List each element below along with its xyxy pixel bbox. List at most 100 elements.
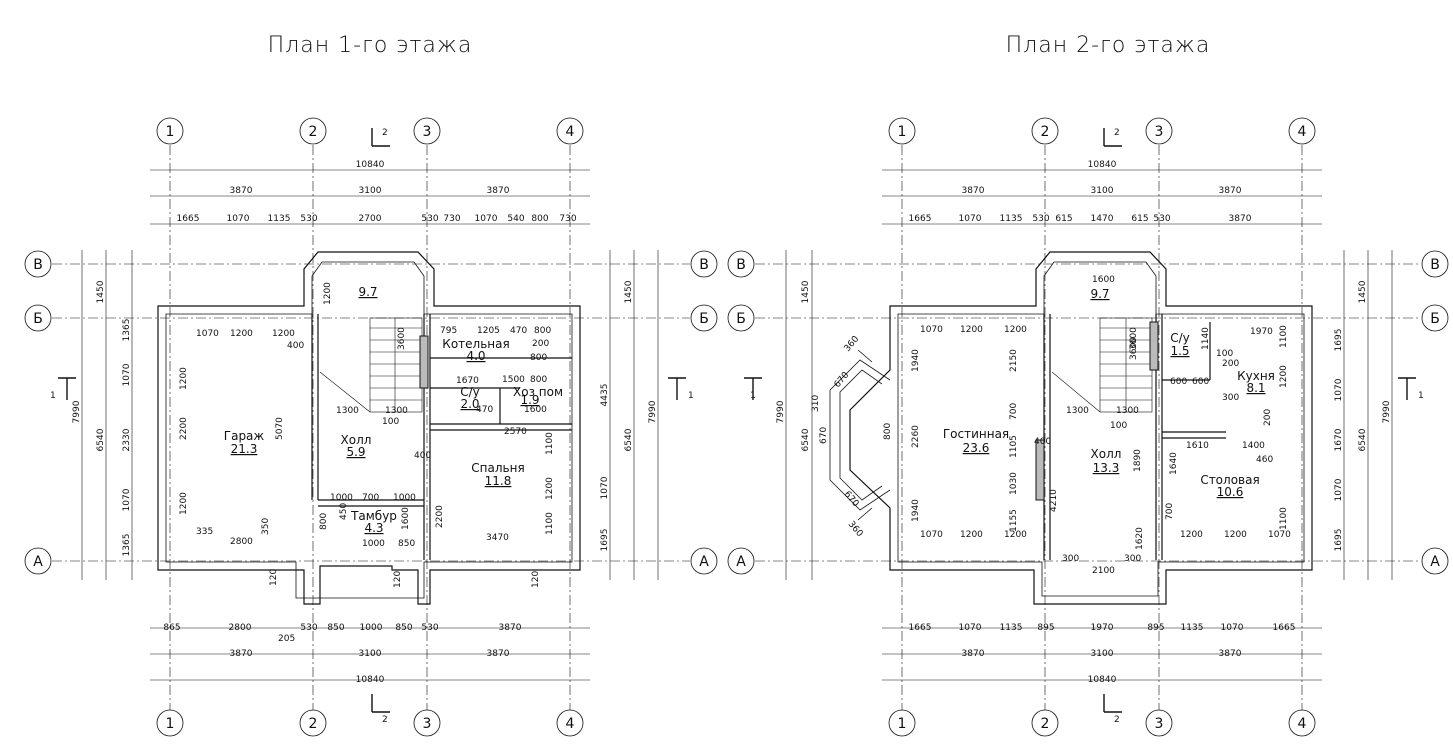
dim-label: 4210: [1049, 489, 1059, 512]
room-area: 4.3: [364, 521, 383, 535]
dim-label: 1070: [959, 623, 982, 633]
dim-label: 1450: [96, 280, 106, 303]
plan-2-title: План 2-го этажа: [1006, 33, 1211, 58]
dim-label: 1695: [1334, 529, 1344, 552]
p1-inner-dims: 1070 1200 1200 400 2200 1200 1200 5070 3…: [179, 282, 555, 644]
axis-3-label-bottom: 3: [423, 716, 432, 732]
axis-b-label-right: Б: [1430, 311, 1440, 327]
dim-label: 1070: [959, 214, 982, 224]
dim-label: 800: [534, 326, 551, 336]
dim-label: 1140: [1201, 327, 1211, 350]
dim-label: 1070: [227, 214, 250, 224]
dim-label: 1105: [1009, 435, 1019, 458]
axis-2-label: 2: [309, 124, 318, 140]
plan-1: План 1-го этажа 1 2 3 4 1 2 3 4 В Б А В: [24, 33, 718, 737]
axis-2-label: 2: [1041, 124, 1050, 140]
dim-label: 1940: [911, 349, 921, 372]
dim-label: 1200: [1180, 530, 1203, 540]
dim-label: 800: [530, 375, 547, 385]
dim-label: 1100: [1279, 507, 1289, 530]
room-name: Гостинная: [943, 427, 1009, 441]
room-area: 23.6: [963, 441, 990, 455]
dim-label: 530: [1032, 214, 1049, 224]
dim-label: 1300: [336, 406, 359, 416]
dim-label: 400: [287, 341, 304, 351]
dim-label: 1205: [477, 326, 500, 336]
p2-top-total: 10840: [1088, 160, 1117, 170]
p1-top-axis-dim: 3100: [359, 186, 382, 196]
axis-4-label: 4: [566, 124, 575, 140]
dim-label: 615: [1131, 214, 1148, 224]
dim-label: 200: [1222, 359, 1239, 369]
dim-label: 530: [421, 214, 438, 224]
room-name: Тамбур: [350, 509, 397, 523]
section-mark-top: 2: [1114, 128, 1120, 138]
dim-label: 120: [269, 569, 279, 586]
axis-1-label-bottom: 1: [898, 716, 907, 732]
dim-label: 200: [1263, 409, 1273, 426]
dim-label: 1200: [323, 282, 333, 305]
dim-label: 1200: [1279, 365, 1289, 388]
room-name: Котельная: [442, 337, 509, 351]
room-area: 9.7: [1090, 287, 1109, 301]
room-name: Холл: [1091, 447, 1122, 461]
dim-label: 3470: [486, 533, 509, 543]
room-name: Гараж: [224, 429, 265, 443]
room-area: 9.7: [358, 285, 377, 299]
dim-label: 600: [1170, 377, 1187, 387]
dim-label: 1620: [1135, 527, 1145, 550]
dim-label: 530: [1153, 214, 1170, 224]
dim-label: 120: [531, 571, 541, 588]
dim-label: 1450: [801, 280, 811, 303]
axis-4-label: 4: [1298, 124, 1307, 140]
dim-label: 1365: [122, 319, 132, 342]
dim-label: 1665: [1273, 623, 1296, 633]
p2-top-axis-dim: 3870: [962, 186, 985, 196]
axis-4-label-bottom: 4: [566, 716, 575, 732]
axis-3-label: 3: [423, 124, 432, 140]
dim-label: 700: [1165, 503, 1175, 520]
room-area: 8.1: [1246, 381, 1265, 395]
dim-label: 3600: [397, 327, 407, 350]
room-area: 2.0: [460, 397, 479, 411]
dim-label: 1970: [1091, 623, 1114, 633]
dim-label: 400: [414, 451, 431, 461]
dim-label: 2200: [435, 505, 445, 528]
dim-label: 100: [1110, 421, 1127, 431]
dim-label: 2150: [1009, 349, 1019, 372]
dim-label: 2570: [504, 427, 527, 437]
dim-label: 1070: [920, 530, 943, 540]
room-name: Хоз пом: [513, 385, 563, 399]
dim-label: 530: [300, 214, 317, 224]
room-area: 21.3: [231, 442, 258, 456]
dim-label: 3600: [1129, 327, 1139, 350]
axis-a-label-right: А: [699, 554, 709, 570]
dim-label: 1000: [393, 493, 416, 503]
p2-bottom-axis-dim: 3870: [1219, 649, 1242, 659]
dim-label: 600: [1192, 377, 1209, 387]
plan-1-axis-bubbles: 1 2 3 4 1 2 3 4 В Б А В Б А: [24, 117, 718, 737]
dim-label: 1200: [179, 367, 189, 390]
room-area: 10.6: [1217, 485, 1244, 499]
side-mark-right: 1: [1418, 391, 1424, 401]
dim-label: 1200: [545, 477, 555, 500]
dim-label: 2330: [122, 428, 132, 451]
dim-label: 7990: [1382, 400, 1392, 423]
dim-label: 730: [559, 214, 576, 224]
dim-label: 310: [811, 395, 821, 412]
p1-top-axis-dim: 3870: [230, 186, 253, 196]
dim-label: 3870: [499, 623, 522, 633]
room-name: Холл: [341, 433, 372, 447]
dim-label: 1030: [1009, 472, 1019, 495]
axis-b-label-right: Б: [699, 311, 709, 327]
p2-left-dims: 1450 6540 7990: [776, 280, 811, 451]
p2-bottom-axis-dim: 3100: [1091, 649, 1114, 659]
side-mark-left: 1: [750, 391, 756, 401]
dim-label: 670: [819, 427, 829, 444]
dim-label: 1665: [177, 214, 200, 224]
axis-2-label-bottom: 2: [1041, 716, 1050, 732]
dim-label: 700: [362, 493, 379, 503]
axis-a-label: А: [736, 554, 746, 570]
side-mark-right: 1: [688, 391, 694, 401]
p1-top-total: 10840: [356, 160, 385, 170]
